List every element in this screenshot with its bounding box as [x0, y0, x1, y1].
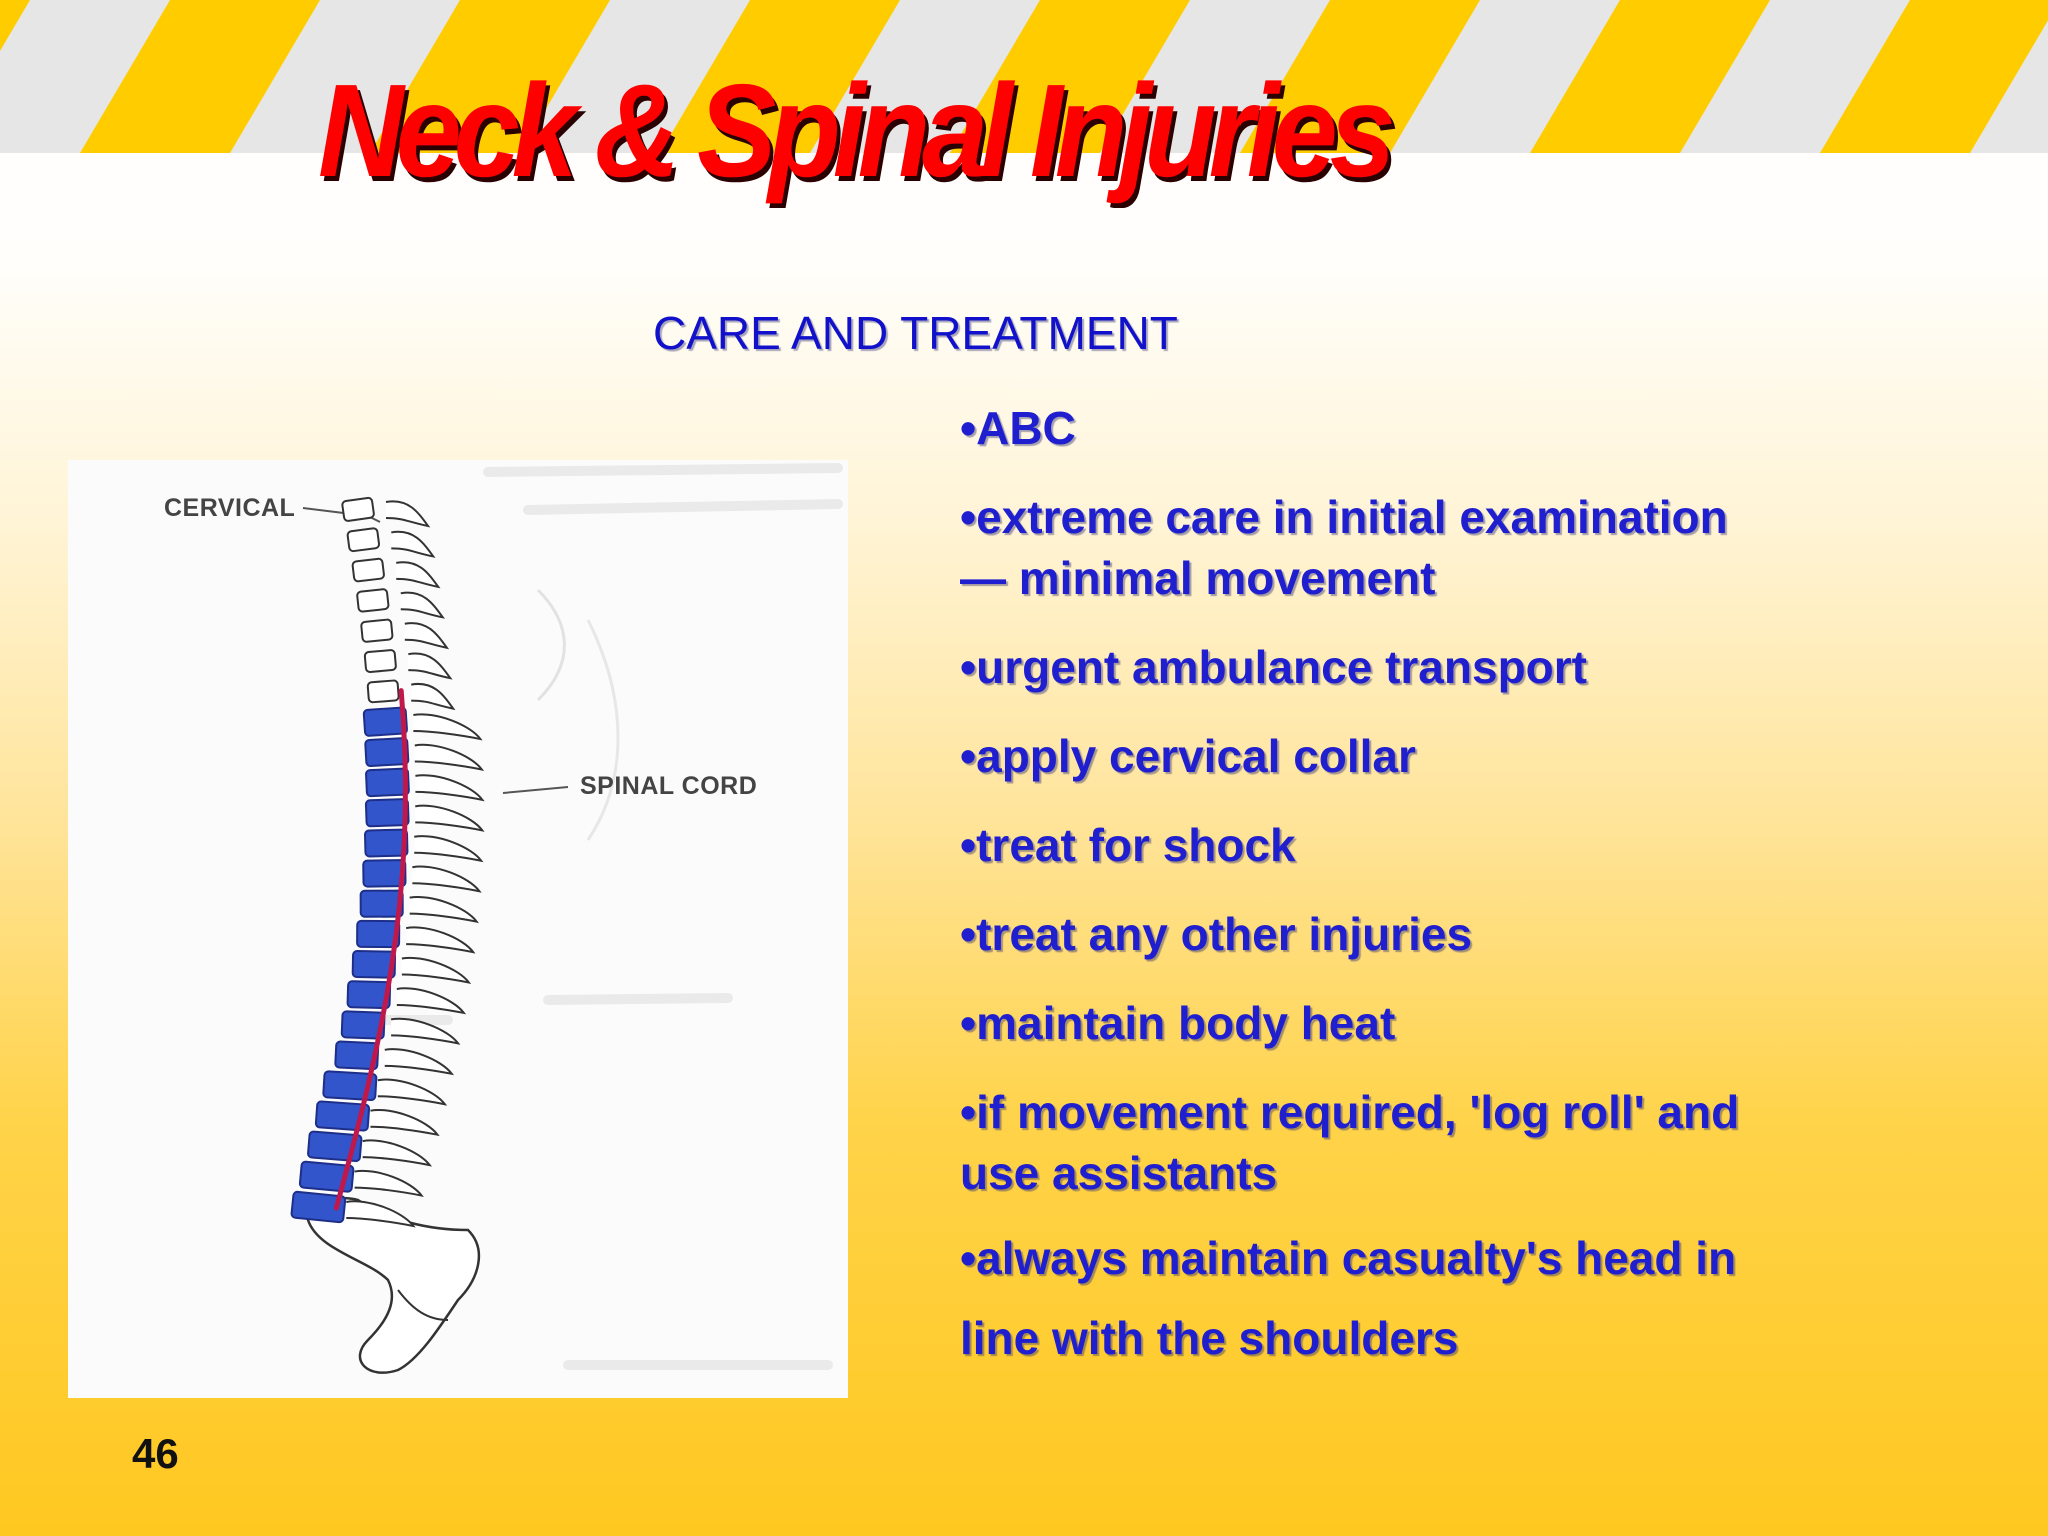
vertebra	[290, 1190, 347, 1224]
vertebra	[298, 1160, 355, 1193]
list-item: •treat any other injuries	[960, 908, 1473, 960]
spine-drawing	[68, 460, 848, 1398]
vertebra	[314, 1100, 371, 1132]
spinous-process	[396, 561, 441, 589]
list-item: •urgent ambulance transport	[960, 641, 1587, 693]
spinous-process	[377, 1078, 448, 1106]
spinous-process	[396, 987, 467, 1015]
spinous-process	[390, 1017, 461, 1045]
spine-illustration: CERVICAL SPINAL CORD	[68, 460, 848, 1398]
spinal-cord-line	[333, 688, 408, 1211]
vertebra	[346, 527, 381, 553]
spinous-process	[400, 591, 446, 619]
spinous-process	[401, 956, 472, 984]
spinous-process	[415, 804, 485, 832]
vertebra	[362, 706, 408, 737]
spinous-process	[346, 1200, 416, 1228]
vertebra	[346, 980, 392, 1010]
spinous-process	[414, 835, 484, 863]
vertebrae-group	[290, 496, 485, 1228]
list-item: •if movement required, 'log roll' and us…	[960, 1086, 1740, 1199]
hazard-stripe	[1530, 0, 1770, 153]
hazard-stripe	[1240, 0, 1480, 153]
vertebra	[322, 1070, 378, 1101]
spinous-process	[354, 1169, 424, 1198]
bullet-glyph: •	[960, 402, 977, 454]
spinous-process	[384, 1048, 455, 1076]
bullet-glyph: •	[960, 491, 977, 543]
spinous-process	[391, 530, 436, 558]
vertebra	[365, 767, 410, 798]
vertebra	[351, 557, 385, 583]
slide-title: Neck & Spinal Injuries	[318, 57, 1396, 204]
vertebra	[356, 919, 401, 949]
spinous-process	[414, 743, 485, 771]
vertebra	[363, 649, 397, 673]
spinous-process	[404, 622, 450, 650]
spinous-process	[408, 652, 453, 680]
list-item: •always maintain casualty's head in line…	[960, 1232, 1737, 1364]
hazard-stripe	[0, 0, 30, 51]
spinous-process	[409, 895, 479, 924]
list-item: •apply cervical collar	[960, 730, 1416, 782]
treatment-list: •ABC •extreme care in initial examinatio…	[960, 398, 1740, 1406]
vertebra	[334, 1040, 380, 1071]
hazard-stripes	[0, 0, 2048, 153]
hazard-stripe	[1820, 0, 2048, 153]
hazard-stripe	[370, 0, 610, 153]
vertebra	[364, 737, 410, 767]
hazard-stripe-banner	[0, 0, 2048, 153]
vertebra	[340, 1010, 386, 1040]
vertebra	[359, 889, 404, 918]
spinous-process	[413, 713, 483, 741]
bullet-glyph: •	[960, 908, 977, 960]
hazard-stripe	[80, 0, 320, 153]
vertebra	[351, 950, 397, 979]
label-cervical: CERVICAL	[164, 494, 296, 522]
spinous-process	[370, 1109, 440, 1137]
bullet-glyph: •	[960, 997, 977, 1049]
page-number: 46	[132, 1430, 179, 1477]
spinous-process	[405, 926, 476, 954]
vertebra	[356, 588, 390, 613]
bullet-glyph: •	[960, 641, 977, 693]
spinous-process	[362, 1139, 432, 1167]
list-item: •extreme care in initial examination — m…	[960, 491, 1728, 604]
spinous-process	[412, 865, 482, 893]
bullet-glyph: •	[960, 730, 977, 782]
bullet-glyph: •	[960, 819, 977, 871]
list-item: •ABC	[960, 402, 1076, 454]
spinous-process	[411, 682, 456, 711]
section-heading: CARE AND TREATMENT	[653, 307, 1178, 359]
list-item: •treat for shock	[960, 819, 1296, 871]
bullet-glyph: •	[960, 1232, 977, 1284]
bullet-glyph: •	[960, 1086, 977, 1138]
vertebra	[362, 859, 407, 888]
spinous-process	[385, 500, 431, 528]
vertebra	[366, 679, 400, 704]
hazard-stripe	[660, 0, 900, 153]
vertebra	[360, 618, 394, 643]
vertebra	[307, 1130, 363, 1163]
vertebra	[364, 798, 410, 828]
hazard-stripe	[950, 0, 1190, 153]
spinous-process	[415, 774, 485, 802]
list-item: •maintain body heat	[960, 997, 1396, 1049]
vertebra	[341, 496, 375, 522]
label-spinal-cord: SPINAL CORD	[580, 772, 758, 800]
vertebra	[364, 828, 409, 858]
